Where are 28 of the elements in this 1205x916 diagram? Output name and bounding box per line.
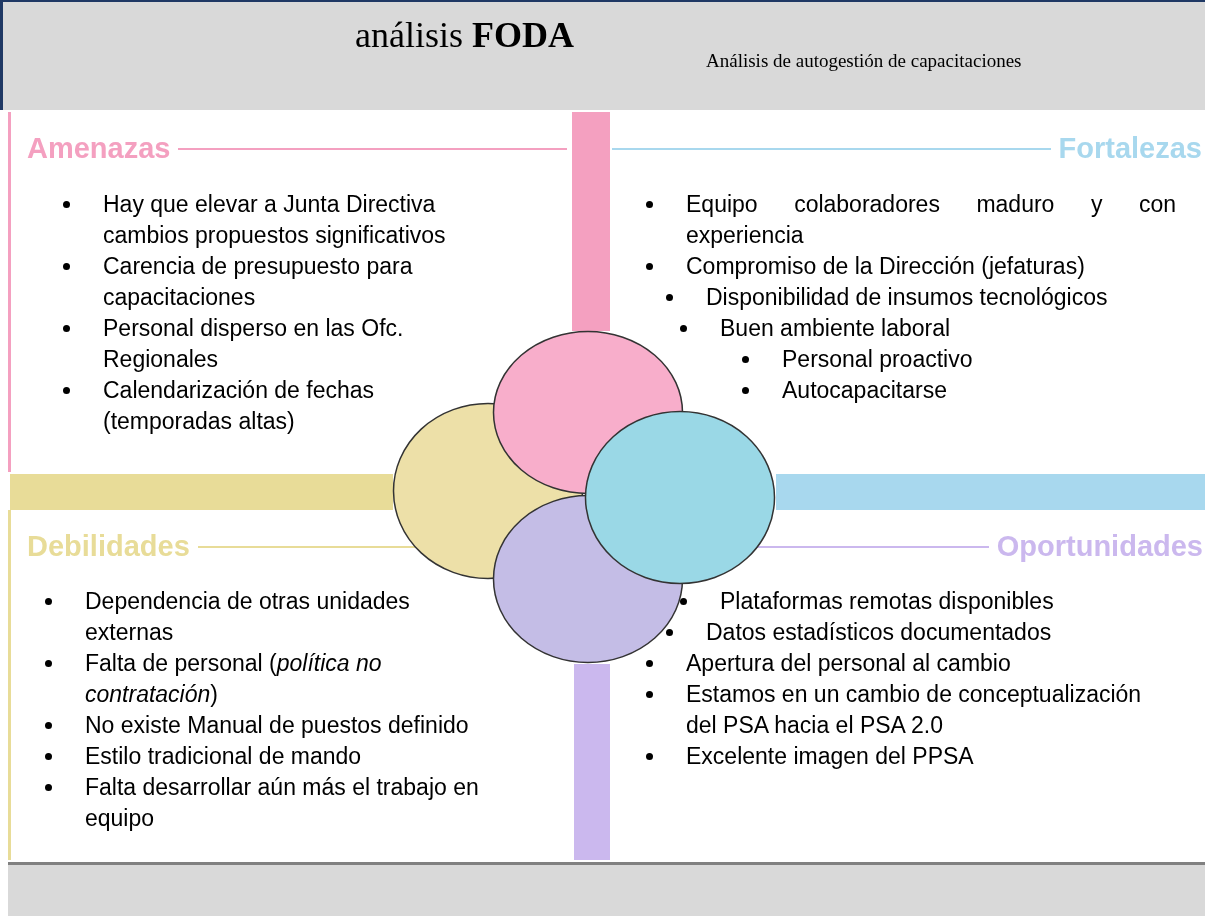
title: análisis FODA (355, 14, 574, 56)
bullet-item: Equipo colaboradores maduro y con experiencia (686, 189, 1176, 251)
bullet-item: Falta de personal (política no contratación) (85, 648, 445, 710)
bullet-item: Estilo tradicional de mando (85, 741, 535, 772)
divider-bar (574, 664, 610, 860)
bullet-item: Buen ambiente laboral (720, 313, 1201, 344)
bullet-item: Personal disperso en las Ofc. Regionales (103, 313, 503, 375)
section-heading: Oportunidades (996, 530, 1203, 563)
bullet-item: Hay que elevar a Junta Directiva cambios propuestos significativos (103, 189, 503, 251)
bullet-item: Compromiso de la Dirección (jefaturas) (686, 251, 1201, 282)
bullet-item: Excelente imagen del PPSA (686, 741, 1166, 772)
bullet-item: No existe Manual de puestos definido (85, 710, 535, 741)
bullet-item: Disponibilidad de insumos tecnológicos (706, 282, 1201, 313)
bullet-item: Autocapacitarse (782, 375, 1201, 406)
bullet-item: Falta desarrollar aún más el trabajo en equipo (85, 772, 535, 834)
divider-bar (572, 112, 610, 331)
subtitle: Análisis de autogestión de capacitaciones (706, 50, 1022, 72)
section-heading: Debilidades (27, 530, 190, 563)
bullet-item: Carencia de presupuesto para capacitaciones (103, 251, 503, 313)
section-heading: Fortalezas (1058, 132, 1202, 165)
divider-bar (776, 474, 1205, 510)
bullet-item: Personal proactivo (782, 344, 1201, 375)
section-heading: Amenazas (27, 132, 171, 165)
bullet-item: Plataformas remotas disponibles (720, 586, 1166, 617)
bullet-item: Apertura del personal al cambio (686, 648, 1166, 679)
bullet-item: Datos estadísticos documentados (706, 617, 1166, 648)
divider-bar (10, 474, 393, 510)
bullet-item: Estamos en un cambio de conceptualización del PSA hacia el PSA 2.0 (686, 679, 1146, 741)
